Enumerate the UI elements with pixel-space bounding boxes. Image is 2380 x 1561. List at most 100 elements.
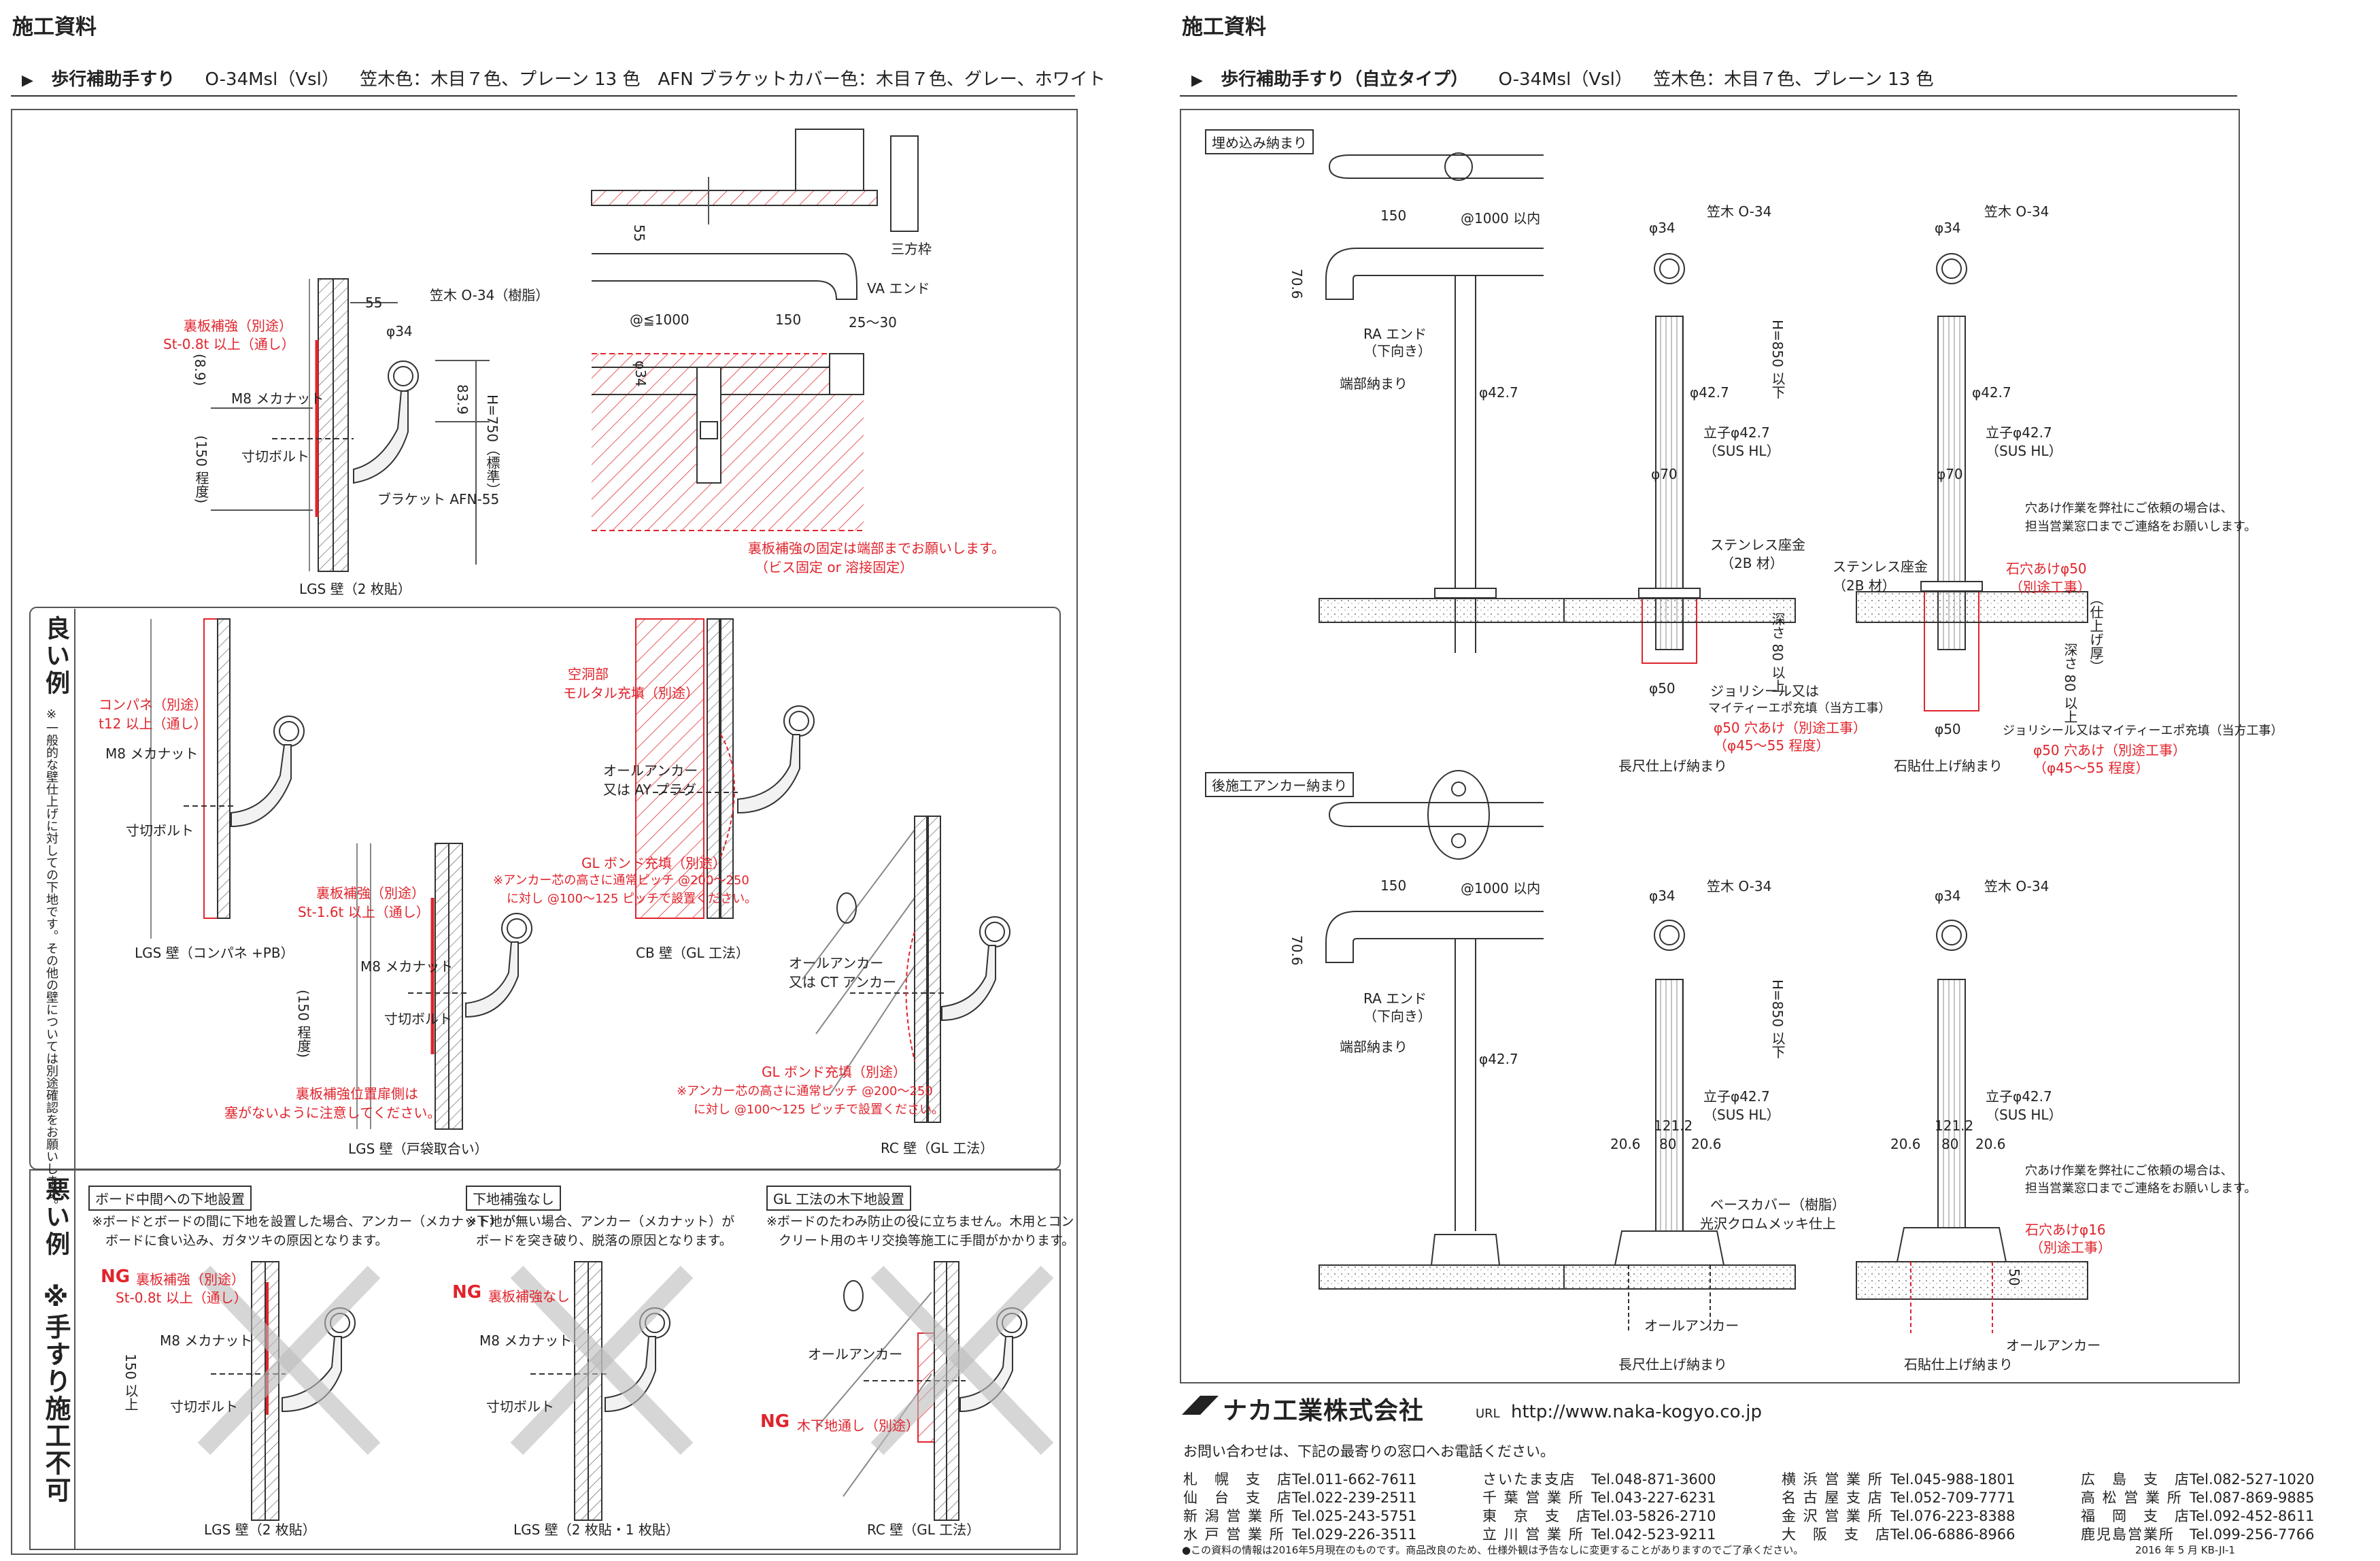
embed-phi427: φ42.7 [1479, 384, 1518, 401]
right-subtitle-title: 歩行補助手すり（自立タイプ） [1221, 69, 1469, 90]
good-b-l1: 裏板補強（別途） [316, 885, 425, 901]
bad-a-n1: ※ボードとボードの間に下地を設置した場合、アンカー（メカナット）が [92, 1214, 516, 1229]
office-name: 千 葉 営 業 所 [1482, 1490, 1584, 1506]
embed-c2-hole2: （φ45〜55 程度） [1714, 737, 1830, 754]
bad-panel-frame [29, 1169, 1061, 1550]
anchor-c2-post2: （SUS HL） [1703, 1107, 1780, 1123]
office-phone: Tel.022-239-2511 [1292, 1490, 1417, 1506]
left-main-panel [11, 109, 1078, 1555]
anchor-c2-post1: 立子φ42.7 [1703, 1088, 1770, 1105]
anchor-c2-phi34: φ34 [1649, 888, 1676, 904]
good-c-gl1: GL ボンド充填（別途） [581, 855, 726, 871]
embed-c2-phi427: φ42.7 [1690, 384, 1729, 401]
anchor-dim-706: 70.6 [1289, 935, 1305, 966]
embed-pitch: @1000 以内 [1461, 210, 1541, 226]
embed-c3-phi50: φ50 [1935, 721, 1961, 737]
left-header-rule [11, 95, 1075, 97]
doc-code: 2016 年 5 月 KB-JI-1 [2135, 1544, 2235, 1556]
office-phone: Tel.052-709-7771 [1890, 1490, 2016, 1506]
good-d-caption: RC 壁（GL 工法） [881, 1140, 994, 1156]
good-b-drawing [356, 843, 532, 1130]
embed-c3-fill: ジョリシール又はマイティーエポ充填（当方工事） [2003, 724, 2283, 738]
dim-839: 83.9 [454, 384, 471, 415]
office-phone: Tel.092-452-8611 [2190, 1508, 2315, 1524]
good-b-caption: LGS 壁（戸袋取合い） [348, 1141, 488, 1157]
plan-dim-55: 55 [631, 224, 647, 242]
office-name: 東 京 支 店 [1482, 1508, 1592, 1524]
bad-a-drawing [197, 1261, 381, 1521]
anchor-ra2: （下向き） [1363, 1008, 1431, 1024]
anchor-box: 後施工アンカー納まり [1205, 772, 1355, 797]
embed-c3-hole1: 石穴あけφ50 [2006, 560, 2087, 577]
embed-c2-rail: 笠木 O-34 [1707, 203, 1772, 220]
anchor-pitch: @1000 以内 [1461, 880, 1541, 896]
office-name: 新 潟 営 業 所 [1183, 1508, 1285, 1524]
office-cell: 千 葉 営 業 所 Tel.043-227-6231 [1482, 1489, 1782, 1507]
embed-c3-post2: （SUS HL） [1986, 443, 2062, 459]
embed-c3-finish: （仕上げ厚） [2088, 592, 2104, 673]
embed-c3-phi70: φ70 [1937, 466, 1963, 482]
left-subtitle-model: O-34Msl（Vsl） [205, 69, 339, 90]
embed-c2-post1: 立子φ42.7 [1703, 424, 1770, 441]
anchor-c2-d206a: 20.6 [1610, 1136, 1641, 1152]
bad-title: 悪い例 [41, 1177, 69, 1258]
bracket-reinf-label: 裏板補強（別途） [184, 318, 292, 334]
office-phone: Tel.043-227-6231 [1591, 1490, 1716, 1506]
anchor-c3-d206b: 20.6 [1975, 1136, 2006, 1152]
good-d-gl2: ※アンカー芯の高さに通常ピッチ @200〜250 [677, 1084, 933, 1098]
office-phone: Tel.045-988-1801 [1890, 1471, 2016, 1488]
anchor-c3-post1: 立子φ42.7 [1986, 1088, 2052, 1105]
office-phone: Tel.082-527-1020 [2190, 1471, 2315, 1488]
embed-ra2: （下向き） [1363, 343, 1431, 359]
anchor-c3-caption: 石貼仕上げ納まり [1904, 1356, 2013, 1373]
good-c-anchor1: オールアンカー [603, 762, 698, 779]
office-cell: 東 京 支 店Tel.03-5826-2710 [1482, 1507, 1782, 1526]
embed-c3-req1: 穴あけ作業を弊社にご依頼の場合は、 [2025, 501, 2233, 516]
anchor-c3-phi34: φ34 [1935, 888, 1961, 904]
right-page-header: 施工資料 [1182, 15, 1266, 39]
company-url-link[interactable]: http://www.naka-kogyo.co.jp [1511, 1402, 1763, 1422]
left-subtitle: ▶ 歩行補助手すり O-34Msl（Vsl） 笠木色：木目７色、プレーン 13 … [22, 65, 1106, 90]
bad-a-dim: 150 以上 [122, 1354, 139, 1411]
good-b-warn2: 塞がないように注意してください。 [224, 1105, 441, 1121]
office-cell: 仙 台 支 店Tel.022-239-2511 [1183, 1489, 1482, 1507]
rail-label: 笠木 O-34（樹脂） [430, 287, 549, 303]
bad-b-box: 下地補強なし [466, 1186, 561, 1211]
embed-dim-706: 70.6 [1289, 269, 1305, 299]
bad-b-drawing [510, 1261, 694, 1521]
company-name: ナカ工業株式会社 [1223, 1397, 1425, 1425]
office-name: 鹿児島営業所 [2081, 1526, 2175, 1543]
good-b-bolt: 寸切ボルト [384, 1011, 452, 1027]
embed-c3-req2: 担当営業窓口までご連絡をお願いします。 [2025, 520, 2257, 534]
dim-phi34: φ34 [386, 323, 413, 339]
office-name: 名 古 屋 支 店 [1782, 1490, 1884, 1506]
plan-note-2: （ビス固定 or 溶接固定） [755, 559, 914, 575]
bad-c-l1: 木下地通し（別途） [797, 1417, 919, 1434]
office-name: 水 戸 営 業 所 [1183, 1526, 1285, 1543]
good-b-warn1: 裏板補強位置扉側は [296, 1086, 418, 1102]
office-name: 高 松 営 業 所 [2081, 1490, 2183, 1506]
anchor-c3-post2: （SUS HL） [1986, 1107, 2062, 1123]
bad-c-ng: NG [760, 1411, 790, 1432]
bad-b-l1: 裏板補強なし [488, 1288, 570, 1305]
left-subtitle-spec: 笠木色：木目７色、プレーン 13 色 AFN ブラケットカバー色：木目７色、グレ… [360, 69, 1106, 90]
company-url-label: URL [1476, 1407, 1500, 1421]
embed-c3-plate2: （2B 材） [1833, 577, 1896, 594]
office-name: 立 川 営 業 所 [1482, 1526, 1584, 1543]
inquiry-text: お問い合わせは、下記の最寄りの窓口へお電話ください。 [1183, 1443, 1554, 1460]
office-name: 札 幌 支 店 [1183, 1471, 1293, 1488]
embed-c2-fill1: ジョリシール又は [1710, 683, 1819, 699]
bad-a-bolt: 寸切ボルト [170, 1398, 238, 1415]
office-phone: Tel.042-523-9211 [1591, 1526, 1716, 1543]
bracket-reinf-spec: St-0.8t 以上（通し） [163, 336, 295, 352]
anchor-c3-req1: 穴あけ作業を弊社にご依頼の場合は、 [2025, 1164, 2233, 1178]
anchor-c2-cover2: 光沢クロムメッキ仕上 [1700, 1215, 1836, 1232]
top-section-drawing [211, 278, 490, 572]
good-d-anchor2: 又は CT アンカー [789, 974, 897, 990]
office-phone: Tel.03-5826-2710 [1591, 1508, 1716, 1524]
bad-b-n1: ※下地が無い場合、アンカー（メカナット）が [466, 1214, 735, 1229]
anchor-ra1: RA エンド [1363, 990, 1427, 1007]
anchor-c2-rail: 笠木 O-34 [1707, 878, 1772, 894]
